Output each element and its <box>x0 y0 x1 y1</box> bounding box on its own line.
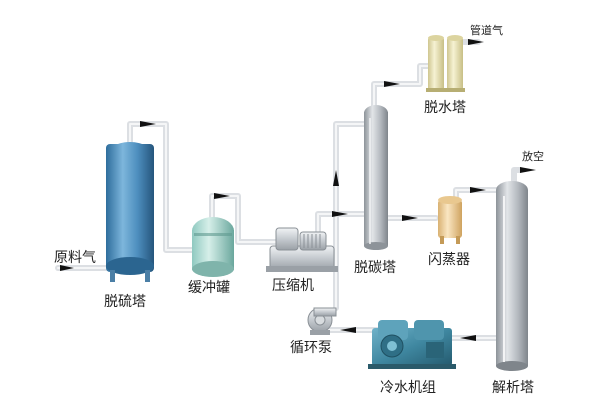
label-compressor: 压缩机 <box>272 278 314 294</box>
label-circulating-pump: 循环泵 <box>290 340 332 356</box>
arrow-compressor-out-icon <box>332 211 348 217</box>
flash-tank <box>438 196 462 244</box>
pipe-regeneration-vent <box>511 167 523 189</box>
pipe-decarbonization-to-dehydration <box>371 63 433 111</box>
label-flash-tank: 闪蒸器 <box>428 252 470 268</box>
arrow-to-flash-icon <box>402 215 418 221</box>
label-buffer-tank: 缓冲罐 <box>188 280 230 296</box>
arrow-vent-icon <box>520 167 536 173</box>
decarbonization-tower <box>364 105 388 250</box>
label-feed-gas: 原料气 <box>54 250 96 266</box>
pipe-compressor-to-decarbonization <box>315 211 369 235</box>
arrow-decarb-out-icon <box>384 81 400 87</box>
buffer-tank <box>192 217 234 277</box>
arrow-pump-up-icon <box>333 170 339 186</box>
label-decarbonization-tower: 脱碳塔 <box>354 260 396 276</box>
label-regeneration-tower: 解析塔 <box>492 380 534 396</box>
arrow-to-regeneration-icon <box>470 187 486 193</box>
label-vent: 放空 <box>522 149 544 163</box>
arrow-to-chiller-icon <box>460 335 476 341</box>
flow-arrows <box>60 39 536 341</box>
label-dehydration-tower: 脱水塔 <box>424 100 466 116</box>
arrow-desulf-out-icon <box>140 121 156 127</box>
desulfurization-tower <box>106 142 154 282</box>
arrow-buffer-out-icon <box>214 193 230 199</box>
arrow-pipeline-gas-icon <box>468 39 484 45</box>
arrow-feed-icon <box>60 265 74 271</box>
label-desulfurization-tower: 脱硫塔 <box>104 294 146 310</box>
chiller-unit <box>368 320 456 369</box>
compressor <box>266 227 338 272</box>
dehydration-tower <box>426 35 465 92</box>
arrow-to-pump-icon <box>340 327 356 333</box>
circulating-pump <box>307 307 337 335</box>
label-chiller-unit: 冷水机组 <box>380 380 436 396</box>
labels: 原料气 脱硫塔 缓冲罐 压缩机 循环泵 冷水机组 脱碳塔 脱水塔 管道气 闪蒸器… <box>54 23 544 396</box>
label-pipeline-gas: 管道气 <box>470 23 503 37</box>
regeneration-tower <box>496 181 528 371</box>
